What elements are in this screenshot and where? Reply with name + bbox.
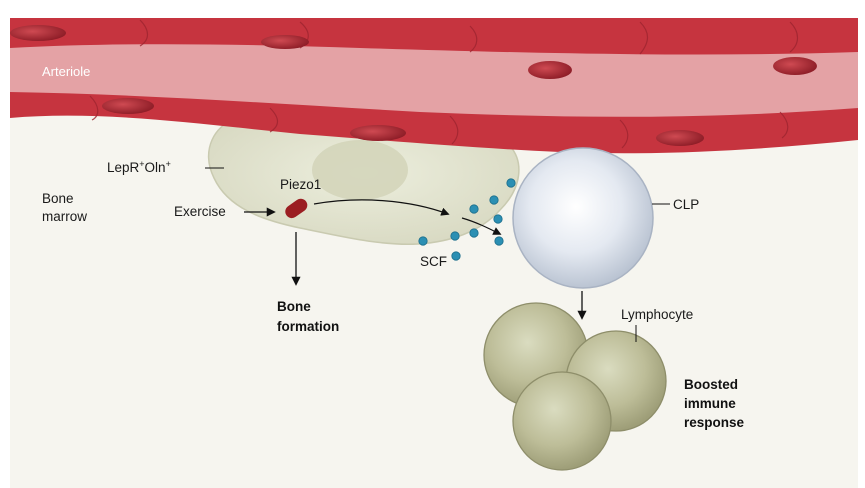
scf-dot — [451, 251, 461, 261]
endothelial-nucleus — [656, 130, 704, 146]
vessel-lumen — [10, 44, 858, 117]
arteriole-vessel: Arteriole — [10, 18, 858, 154]
boosted-immune-response-line1: Boosted — [684, 377, 738, 392]
piezo1-channel — [285, 198, 308, 219]
stromal-cell-nucleus — [312, 140, 408, 200]
scf-dot — [506, 178, 516, 188]
lymphocyte-cluster — [483, 302, 667, 471]
clp-label: CLP — [673, 197, 699, 212]
scf-dot — [469, 204, 479, 214]
endothelial-nucleus — [261, 35, 309, 49]
boosted-immune-response-line3: response — [684, 415, 745, 430]
exercise-label: Exercise — [174, 204, 226, 219]
clp-cell — [512, 147, 654, 289]
lymphocyte-cell — [512, 371, 612, 471]
scf-molecules — [418, 178, 516, 261]
scf-dot — [469, 228, 479, 238]
scf-dot — [450, 231, 460, 241]
scf-dot — [489, 195, 499, 205]
scf-label: SCF — [420, 254, 447, 269]
bone-marrow-label-line1: Bone — [42, 191, 74, 206]
bone-marrow-label-line2: marrow — [42, 209, 87, 224]
bone-formation-label-line2: formation — [277, 319, 339, 334]
endothelial-nucleus — [102, 98, 154, 114]
scf-dot — [494, 236, 504, 246]
endothelial-nucleus — [10, 25, 66, 41]
piezo1-label: Piezo1 — [280, 177, 321, 192]
lepr-oln-label: LepR+Oln+ — [107, 159, 171, 175]
endothelial-nucleus — [773, 57, 817, 75]
arteriole-label: Arteriole — [42, 64, 90, 79]
boosted-immune-response-line2: immune — [684, 396, 736, 411]
piezo1-to-scf-arrow — [313, 199, 450, 216]
lymphocyte-label: Lymphocyte — [621, 307, 693, 322]
scf-dot — [493, 214, 503, 224]
endothelial-nucleus — [528, 61, 572, 79]
endothelial-nucleus — [350, 125, 406, 141]
scf-to-clp-arrow — [461, 217, 502, 235]
bone-formation-label-line1: Bone — [277, 299, 311, 314]
scf-dot — [418, 236, 428, 246]
